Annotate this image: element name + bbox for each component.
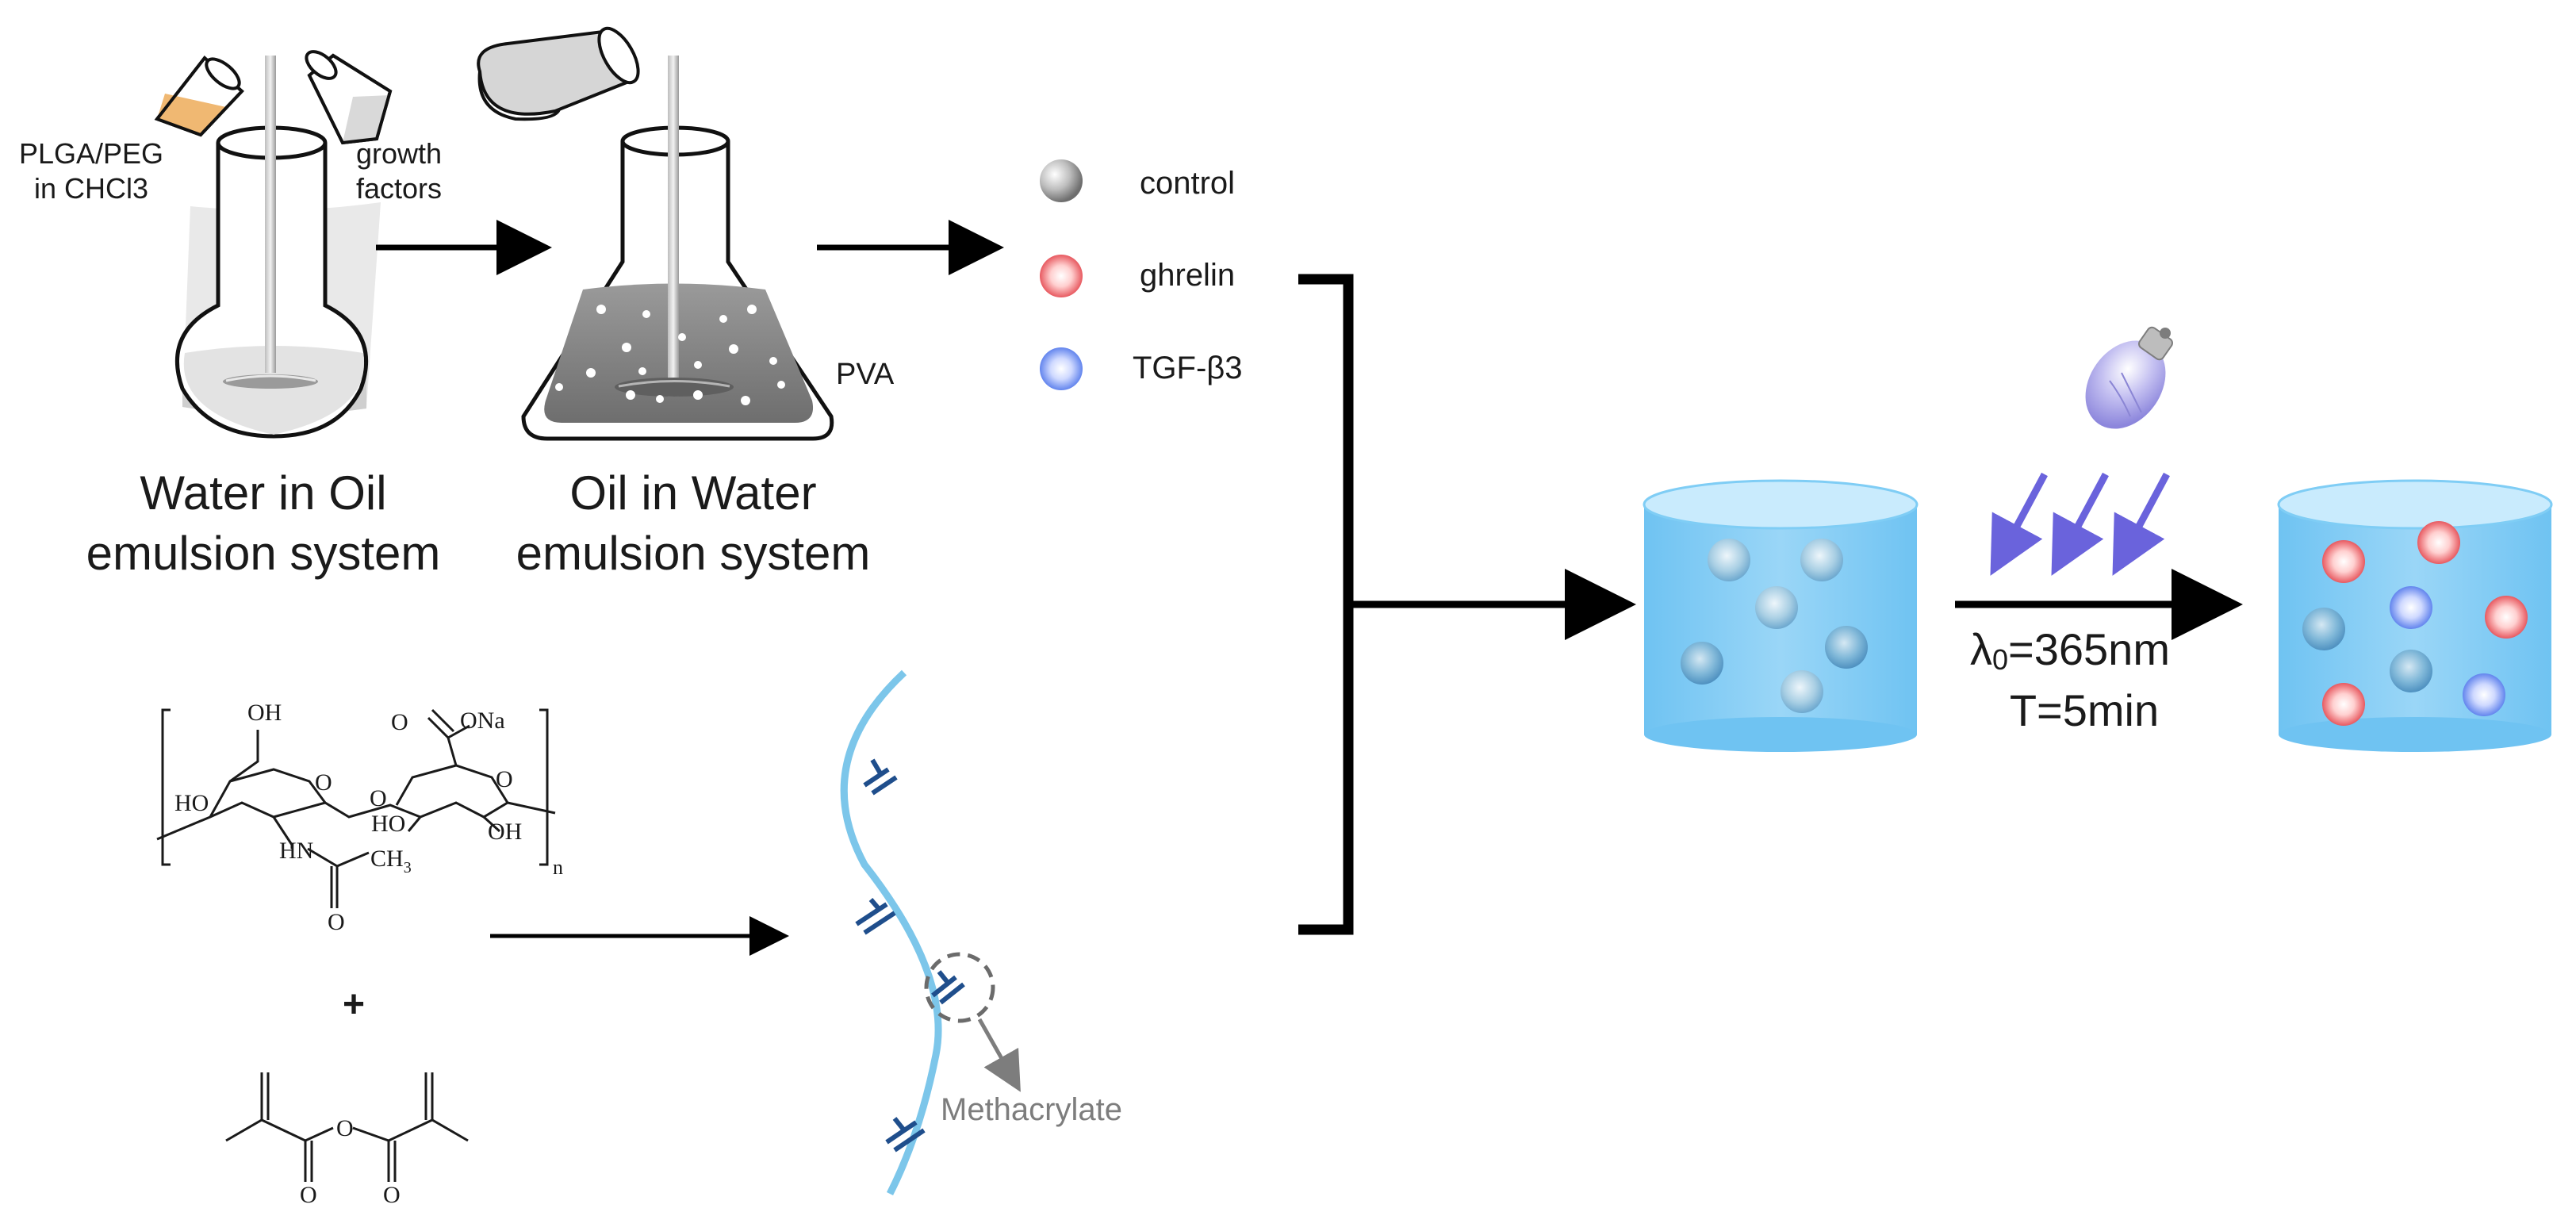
- svg-text:OH: OH: [488, 819, 522, 845]
- legend-control-label: control: [1140, 166, 1235, 201]
- uv-light-arrows: [1990, 472, 2170, 576]
- microsphere-legend: control ghrelin TGF-β3: [1040, 159, 1243, 390]
- svg-text:O: O: [336, 1115, 354, 1141]
- water-in-oil-label-line1: Water in Oil: [140, 466, 386, 520]
- svg-text:ONa: ONa: [460, 708, 505, 734]
- water-in-oil-label-line2: emulsion system: [86, 527, 441, 580]
- svg-text:HO: HO: [174, 790, 209, 816]
- uv-lamp-icon: [2085, 326, 2173, 429]
- legend-tgf-label: TGF-β3: [1133, 351, 1243, 385]
- wavelength-label: λ0=365nm: [1970, 624, 2170, 676]
- methacrylate-groups: [855, 758, 965, 1153]
- hama-polymer-chain: [840, 669, 942, 1196]
- oil-in-water-label-line2: emulsion system: [516, 527, 871, 580]
- plga-beaker-icon: [154, 56, 244, 137]
- hydrogel-after-crosslinking: [2277, 479, 2553, 752]
- oil-in-water-label-line1: Oil in Water: [569, 466, 816, 520]
- tgf-microsphere-icon: [1040, 347, 1083, 390]
- hyaluronic-acid-structure: [156, 708, 556, 908]
- growth-factors-label-line2: factors: [356, 172, 442, 205]
- ch3-label: CH3: [370, 846, 412, 876]
- svg-text:O: O: [383, 1182, 401, 1208]
- svg-text:O: O: [300, 1182, 317, 1208]
- control-microsphere-icon: [1040, 159, 1083, 202]
- hyaluronic-acid-labels: OH O ONa HO HO OH O O O HN CH3 O n: [174, 700, 563, 935]
- svg-text:HO: HO: [371, 811, 405, 837]
- svg-text:n: n: [553, 856, 563, 879]
- merge-bracket: [1298, 274, 1354, 935]
- plga-label-line1: PLGA/PEG: [19, 137, 163, 170]
- plga-label-line2: in CHCl3: [34, 172, 148, 205]
- hydrogel-before-crosslinking: [1643, 479, 1919, 752]
- loaded-microspheres: [2302, 521, 2528, 726]
- pva-label: PVA: [836, 358, 895, 391]
- growth-factors-label-line1: growth: [356, 137, 442, 170]
- growth-factor-beaker-icon: [305, 50, 393, 145]
- svg-text:O: O: [391, 709, 408, 735]
- ghrelin-microsphere-icon: [1040, 255, 1083, 297]
- control-microspheres: [1681, 539, 1868, 713]
- methacrylate-label: Methacrylate: [941, 1092, 1122, 1127]
- oil-droplets: [555, 305, 785, 405]
- svg-text:O: O: [315, 769, 332, 796]
- svg-text:O: O: [370, 785, 387, 811]
- legend-ghrelin-label: ghrelin: [1140, 258, 1235, 293]
- time-label: T=5min: [2010, 685, 2159, 735]
- svg-text:HN: HN: [279, 838, 313, 864]
- svg-text:O: O: [496, 766, 513, 792]
- erlenmeyer-flask-icon: [521, 56, 834, 441]
- methacrylic-anhydride-structure: [225, 1072, 469, 1182]
- svg-text:OH: OH: [247, 700, 282, 726]
- methacrylate-highlight-circle: [924, 952, 995, 1023]
- pva-flask-icon: [477, 26, 640, 121]
- round-bottom-flask-icon: [174, 56, 381, 439]
- methacrylic-anhydride-labels: O O O: [300, 1115, 401, 1208]
- svg-text:O: O: [328, 909, 345, 935]
- methacrylate-pointer-arrow: [977, 1018, 1021, 1092]
- plus-sign: +: [343, 984, 365, 1026]
